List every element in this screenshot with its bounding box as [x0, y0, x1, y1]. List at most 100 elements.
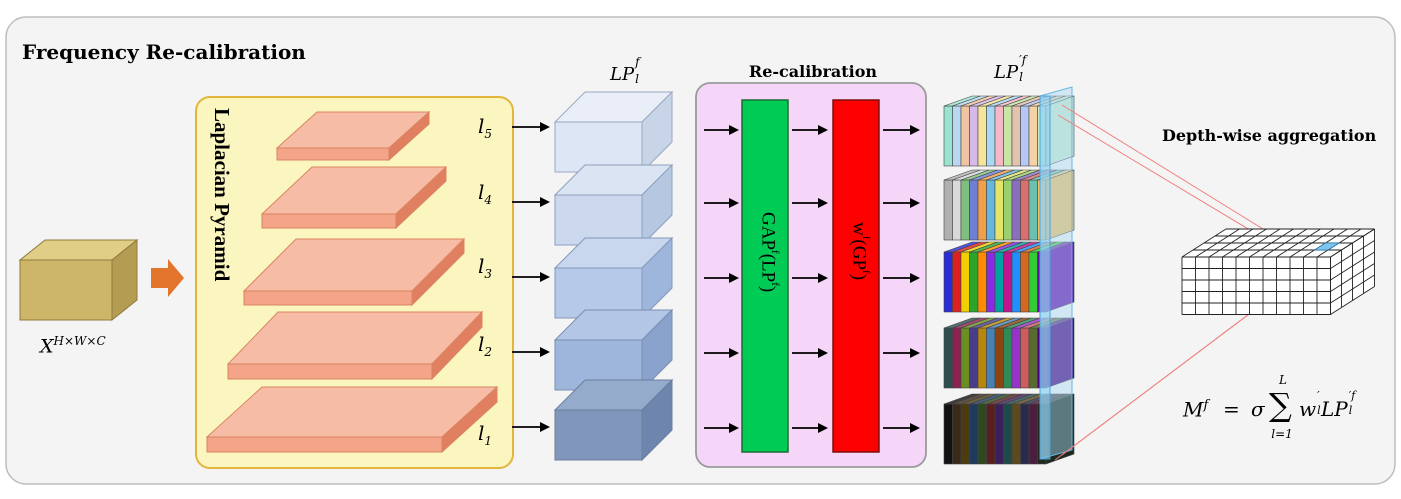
- channel-strip: [1003, 179, 1013, 241]
- grid-line: [1330, 251, 1375, 281]
- input-arrow: [151, 259, 184, 297]
- channel-strip: [994, 251, 1004, 313]
- grid-line: [1330, 263, 1375, 292]
- channel-strip: [1003, 251, 1013, 313]
- formula-sum-upper: L: [1279, 373, 1287, 387]
- channel-strip: [969, 403, 979, 465]
- layer-side: [388, 110, 430, 162]
- formula-eq: =: [1223, 397, 1240, 421]
- layer-side: [411, 237, 465, 307]
- recalibration-box: [695, 82, 927, 468]
- formula-sum-lower: l=1: [1271, 427, 1293, 441]
- level-arrows: [512, 122, 550, 432]
- input-symbol: X: [40, 335, 54, 358]
- channel-strip: [952, 327, 962, 389]
- channel-strip: [986, 251, 996, 313]
- grid-line: [1276, 228, 1321, 258]
- formula-sigma: σ: [1251, 397, 1265, 421]
- pyramid-layer-l5: [275, 110, 431, 162]
- channel-strip: [943, 403, 953, 465]
- grid-line: [1262, 228, 1308, 258]
- channel-strip: [977, 327, 987, 389]
- channel-strip: [1003, 105, 1013, 167]
- highlight-slice: [1039, 86, 1073, 460]
- channel-strip: [1020, 105, 1030, 167]
- gap-label: GAPf(LPf): [757, 212, 781, 293]
- channel-strip: [1003, 327, 1013, 389]
- channel-strip: [1011, 403, 1021, 465]
- figure-title: Frequency Re-calibration: [22, 40, 306, 64]
- level-label-l3: l3: [478, 254, 493, 281]
- highlighted-cell: [1313, 242, 1341, 251]
- channel-strip: [969, 179, 979, 241]
- channel-strip: [1020, 403, 1030, 465]
- grid-line: [1289, 228, 1335, 258]
- channel-strip: [977, 251, 987, 313]
- channel-strip: [952, 179, 962, 241]
- lp-cube-l3: [553, 236, 674, 320]
- channel-strip: [1003, 403, 1013, 465]
- grid-line: [1222, 228, 1267, 258]
- aggregation-title: Depth-wise aggregation: [1162, 126, 1377, 145]
- channel-strip: [1020, 251, 1030, 313]
- aggregated-cube: [1181, 228, 1375, 315]
- formula-w: w′l: [1299, 389, 1321, 421]
- channel-strip: [960, 327, 970, 389]
- input-dims: H×W×C: [53, 334, 106, 348]
- channel-strip: [943, 105, 953, 167]
- channel-strip: [986, 327, 996, 389]
- lp-cube-l2: [553, 308, 674, 392]
- lp-cube-front: [554, 409, 643, 461]
- channel-strip: [1028, 327, 1038, 389]
- channel-strip: [943, 327, 953, 389]
- channel-strip: [1011, 179, 1021, 241]
- grid-line: [1235, 228, 1281, 258]
- formula-lhs: Mf: [1183, 397, 1209, 422]
- grid-line: [1330, 286, 1375, 315]
- pyramid-layer-l1: [205, 385, 499, 454]
- channel-strip: [1028, 251, 1038, 313]
- lp-cube-l4: [553, 163, 674, 247]
- grid-line: [1181, 228, 1227, 258]
- lp-cube-side: [641, 378, 673, 462]
- channel-strip: [1011, 327, 1021, 389]
- channel-strip: [994, 105, 1004, 167]
- layer-side: [441, 385, 498, 454]
- layer-front: [227, 363, 433, 380]
- input-cube: [18, 238, 139, 322]
- channel-strip: [977, 403, 987, 465]
- layer-front: [206, 436, 443, 453]
- layer-side: [395, 165, 447, 230]
- w-bar: [832, 99, 880, 453]
- pyramid-layer-l2: [226, 310, 484, 381]
- channel-strip: [994, 179, 1004, 241]
- channel-strip: [1028, 403, 1038, 465]
- layer-front: [261, 213, 397, 229]
- level-label-l1: l1: [478, 421, 493, 448]
- level-label-l4: l4: [478, 180, 493, 207]
- lp-cube-l1: [553, 378, 674, 462]
- layer-front: [276, 147, 390, 161]
- channel-strip: [1020, 179, 1030, 241]
- lp-cube-side: [641, 308, 673, 392]
- lp-cubes: [553, 90, 674, 462]
- channel-strip: [986, 403, 996, 465]
- pyramid-layer-l4: [260, 165, 448, 230]
- channel-strip: [969, 105, 979, 167]
- channel-strip: [952, 105, 962, 167]
- channel-strip: [969, 251, 979, 313]
- channel-strip: [960, 251, 970, 313]
- lp-cube-l5: [553, 90, 674, 174]
- channel-strip: [1011, 251, 1021, 313]
- layer-front: [243, 290, 413, 306]
- channel-strip: [977, 179, 987, 241]
- lp-cube-side: [641, 236, 673, 320]
- channel-strip: [952, 251, 962, 313]
- channel-strip: [960, 179, 970, 241]
- channel-stack-4: [943, 317, 1075, 389]
- weight-label: wf(GPf): [848, 222, 872, 281]
- channel-strip: [943, 251, 953, 313]
- channel-strip: [1011, 105, 1021, 167]
